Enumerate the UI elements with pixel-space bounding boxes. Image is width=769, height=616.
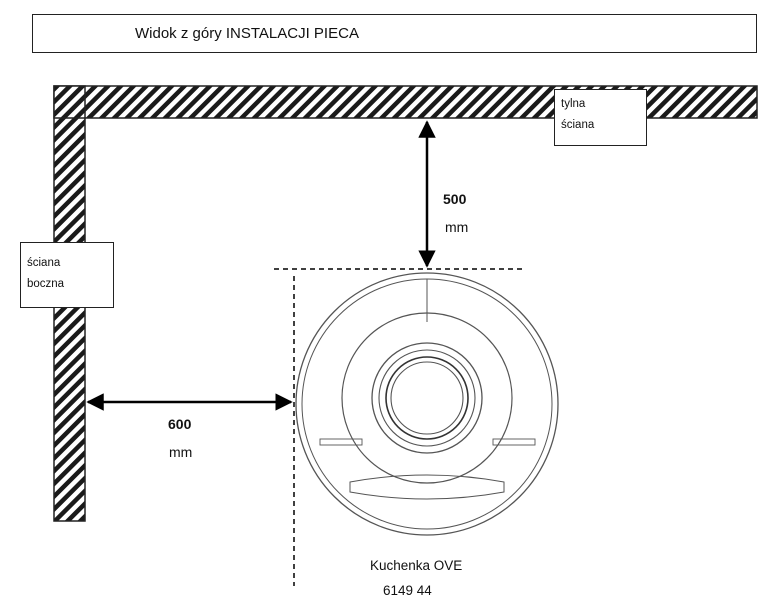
title-box: Widok z góry INSTALACJI PIECA — [32, 14, 757, 53]
side-wall-label-line-1: ściana — [27, 257, 61, 269]
back-wall — [53, 85, 758, 119]
back-wall-label: tylna ściana — [554, 89, 647, 146]
side-wall-label-line-2: boczna — [27, 278, 65, 290]
stove-code: 6149 44 — [383, 583, 432, 598]
stove-name: Kuchenka OVE — [370, 558, 463, 573]
side-clearance-unit: mm — [169, 444, 193, 460]
back-wall-label-line-2: ściana — [561, 119, 595, 131]
back-wall-label-line-1: tylna — [561, 98, 586, 110]
side-clearance-value: 600 — [168, 416, 192, 432]
stove-top-view — [295, 272, 559, 536]
back-clearance-unit: mm — [445, 219, 469, 235]
diagram-title: Widok z góry INSTALACJI PIECA — [135, 25, 359, 42]
side-wall-label: ściana boczna — [20, 242, 114, 308]
back-clearance-value: 500 — [443, 191, 467, 207]
